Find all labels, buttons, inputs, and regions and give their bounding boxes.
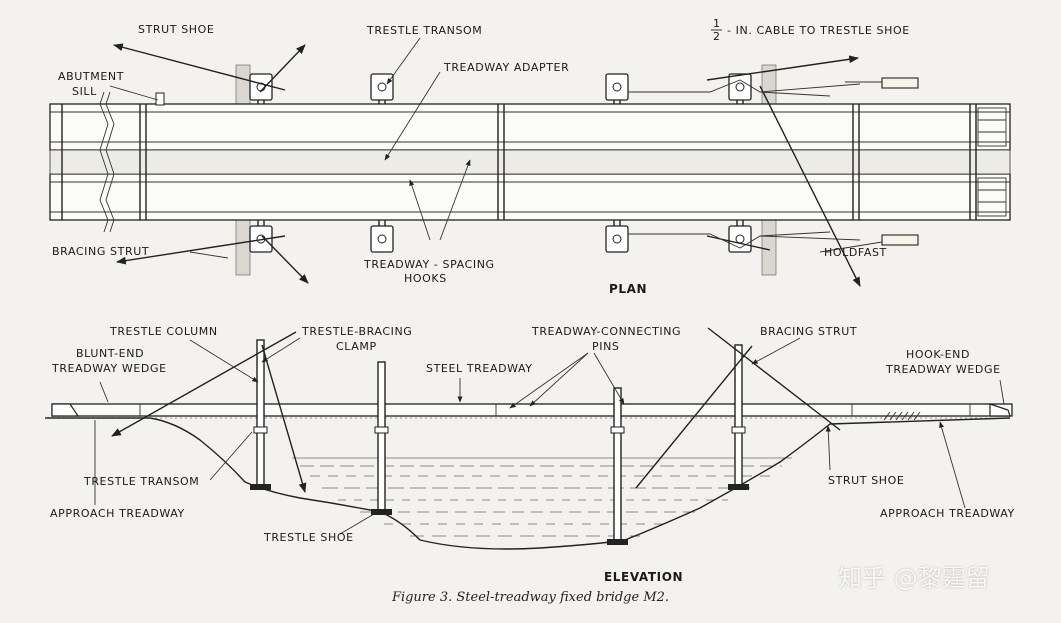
label-treadway-adapter: TREADWAY ADAPTER xyxy=(443,61,569,74)
label-cable-fraction-den: 2 xyxy=(713,30,721,43)
plan-hook-end xyxy=(977,107,1007,217)
label-connecting-pins-1: TREADWAY-CONNECTING xyxy=(531,325,681,338)
plan-leaders xyxy=(109,37,883,259)
label-holdfast: HOLDFAST xyxy=(824,246,887,259)
elevation-view-title: ELEVATION xyxy=(604,570,683,584)
label-cable: - IN. CABLE TO TRESTLE SHOE xyxy=(727,24,910,37)
label-steel-treadway: STEEL TREADWAY xyxy=(426,362,533,375)
plan-break-lines xyxy=(99,91,115,233)
trestle-shoes xyxy=(250,484,749,545)
label-bracing-clamp-2: CLAMP xyxy=(336,340,377,353)
elevation-view: TRESTLE COLUMN TRESTLE-BRACING CLAMP TRE… xyxy=(45,325,1015,584)
holdfast-upper xyxy=(881,77,919,89)
plan-view: STRUT SHOE TRESTLE TRANSOM 1 2 - IN. CAB… xyxy=(49,17,1011,296)
hook-end-wedge xyxy=(989,403,1011,417)
label-trestle-transom-plan: TRESTLE TRANSOM xyxy=(366,24,482,37)
label-trestle-shoe: TRESTLE SHOE xyxy=(263,531,354,544)
blunt-end-wedge xyxy=(51,403,80,417)
plan-cables xyxy=(628,79,861,249)
label-abutment: ABUTMENT xyxy=(58,70,124,83)
label-hook-end-1: HOOK-END xyxy=(906,348,970,361)
steel-treadway-deck xyxy=(51,403,1013,417)
label-blunt-end-2: TREADWAY WEDGE xyxy=(51,362,167,375)
label-approach-right: APPROACH TREADWAY xyxy=(880,507,1015,520)
label-cable-fraction-num: 1 xyxy=(713,17,721,30)
trestle-transoms xyxy=(253,426,746,434)
deck-joints xyxy=(139,404,971,416)
water-surface xyxy=(292,457,792,537)
plan-bracing-struts xyxy=(113,43,861,287)
abutment-sill-marker xyxy=(155,92,165,106)
label-spacing-hooks-1: TREADWAY - SPACING xyxy=(363,258,495,271)
label-trestle-column: TRESTLE COLUMN xyxy=(109,325,218,338)
plan-treadway-lower xyxy=(49,173,1011,221)
elevation-bracing-struts xyxy=(111,327,841,493)
label-hook-end-2: TREADWAY WEDGE xyxy=(885,363,1001,376)
label-bracing-strut-plan: BRACING STRUT xyxy=(52,245,149,258)
figure-caption: Figure 3. Steel-treadway fixed bridge M2… xyxy=(391,590,670,605)
label-sill: SILL xyxy=(72,85,97,98)
ground-profile xyxy=(45,417,1011,550)
plan-joints xyxy=(61,104,977,220)
label-connecting-pins-2: PINS xyxy=(592,340,620,353)
label-bracing-strut-elev: BRACING STRUT xyxy=(760,325,857,338)
label-strut-shoe: STRUT SHOE xyxy=(138,23,214,36)
plan-view-title: PLAN xyxy=(609,282,647,296)
label-bracing-clamp-1: TRESTLE-BRACING xyxy=(301,325,412,338)
watermark: 知乎 @黎霆留 xyxy=(838,564,990,592)
label-strut-shoe-elev: STRUT SHOE xyxy=(828,474,904,487)
abutment-hatching xyxy=(883,411,921,421)
label-blunt-end-1: BLUNT-END xyxy=(76,347,144,360)
label-approach-left: APPROACH TREADWAY xyxy=(50,507,185,520)
label-trestle-transom-elev: TRESTLE TRANSOM xyxy=(83,475,199,488)
elevation-leaders xyxy=(94,337,1005,535)
holdfast-lower xyxy=(881,234,919,246)
label-spacing-hooks-2: HOOKS xyxy=(404,272,447,285)
plan-treadway-upper xyxy=(49,103,1011,151)
